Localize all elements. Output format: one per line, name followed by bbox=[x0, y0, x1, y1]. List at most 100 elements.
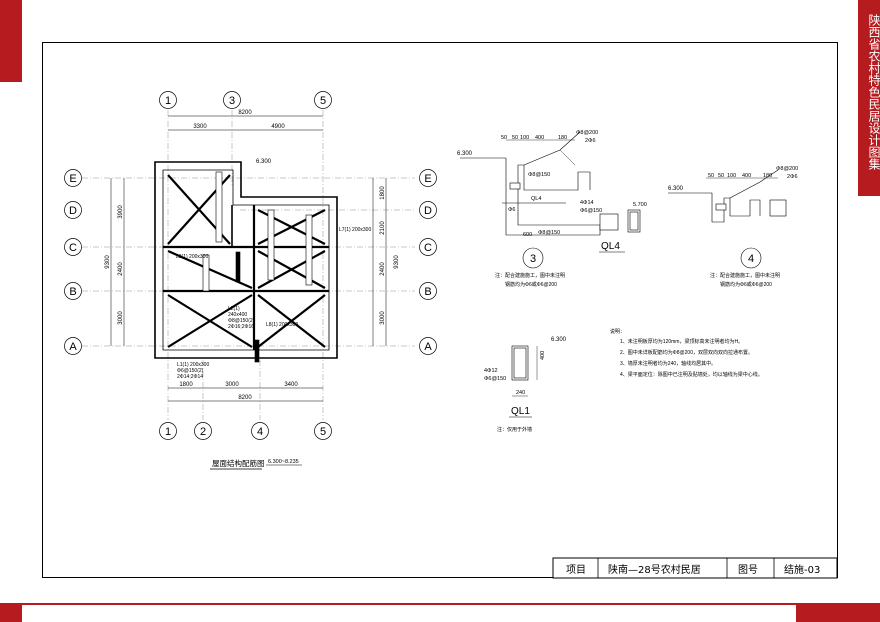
detail-4-number: 4 bbox=[748, 253, 754, 265]
detail-3-dim-f: 600 bbox=[523, 232, 532, 238]
plan-title: 屋面结构配筋图 bbox=[212, 458, 265, 468]
detail-3-number: 3 bbox=[530, 253, 536, 265]
ql1-elevation: 6.300 bbox=[551, 337, 567, 343]
axis-top-1-bubble bbox=[159, 91, 177, 109]
general-notes: 说明： 1、未注明板厚均为120mm，梁顶标高未注明者均为H。 2、图中未详板配… bbox=[610, 328, 763, 378]
detail-3-rebar-beam: 4Φ14 bbox=[580, 200, 594, 206]
dim-top-1: 3300 bbox=[193, 124, 207, 130]
detail-3-dim-a: 50 bbox=[501, 135, 507, 141]
dim-right-4: 3000 bbox=[380, 311, 386, 325]
corner-tab-bottom-left bbox=[0, 603, 22, 622]
dim-bottom-2: 3000 bbox=[225, 382, 239, 388]
beam-note-l2-stirrup: Φ8@150(2) bbox=[228, 318, 255, 324]
dim-left-2: 2400 bbox=[118, 262, 124, 276]
axis-left-D-label: D bbox=[69, 205, 77, 217]
axis-bottom-2-label: 2 bbox=[200, 426, 206, 438]
detail-3-rebar-beam2: Φ6@150 bbox=[580, 208, 602, 214]
detail-3-rebar-bottom: Φ8@150 bbox=[538, 230, 560, 236]
title-block: 项目 陕南—28号农村民居 图号 结施-03 bbox=[552, 557, 838, 579]
detail-3-dim-d: 400 bbox=[535, 135, 544, 141]
detail-4-note-2: 钢筋均为Φ6或Φ6@200 bbox=[720, 281, 772, 288]
title-block-drawing-no-label: 图号 bbox=[738, 564, 758, 576]
plan-dimensions: 8200 3300 4900 1800 3000 3400 8200 3900 … bbox=[105, 110, 400, 401]
detail-4-dim-b: 50 bbox=[718, 173, 724, 179]
axis-bottom-4-bubble bbox=[251, 422, 269, 440]
detail-3-labels: 6.300 50 50 100 400 180 600 Φ8@200 2Φ6 Φ… bbox=[457, 130, 647, 288]
title-block-project-name: 陕南—28号农村民居 bbox=[608, 563, 701, 576]
beam-note-l2: L2(1) bbox=[228, 306, 240, 312]
detail-3-section bbox=[460, 131, 619, 269]
axis-right-D-bubble bbox=[419, 201, 437, 219]
beam-note-l1-stirrup: Φ6@150(2) bbox=[177, 368, 204, 374]
detail-3-rebar-side: Φ6 bbox=[508, 207, 515, 213]
beam-note-l1-bars: 2Φ14;2Φ14 bbox=[177, 374, 203, 380]
dim-bottom-3: 3400 bbox=[284, 382, 298, 388]
axis-right-A-label: A bbox=[424, 341, 432, 353]
detail-4-labels: 6.300 50 50 100 400 180 Φ8@200 2Φ6 4 注：配… bbox=[668, 166, 798, 288]
axis-top-3-bubble bbox=[223, 91, 241, 109]
detail-4-dim-d: 400 bbox=[742, 173, 751, 179]
beam-note-l2-bars: 2Φ16;2Φ16 bbox=[228, 324, 254, 330]
dim-top-total: 8200 bbox=[238, 110, 252, 116]
ql4-label: QL4 bbox=[601, 241, 620, 252]
axis-bottom-1-label: 1 bbox=[165, 426, 171, 438]
axis-top-3-label: 3 bbox=[229, 95, 235, 107]
dim-left-total: 9300 bbox=[105, 255, 111, 269]
axis-top-1-label: 1 bbox=[165, 95, 171, 107]
plan-title-elevation: 6.300~8.235 bbox=[268, 459, 299, 465]
ql1-label: QL1 bbox=[511, 406, 530, 417]
detail-3-elevation: 6.300 bbox=[457, 151, 473, 157]
detail-3-rebar-top: Φ8@200 bbox=[576, 130, 598, 136]
dim-top-2: 4900 bbox=[271, 124, 285, 130]
detail-3-rebar-mid: Φ8@150 bbox=[528, 172, 550, 178]
axis-left-E-bubble bbox=[64, 169, 82, 187]
axis-right-E-bubble bbox=[419, 169, 437, 187]
detail-4-section bbox=[668, 169, 787, 269]
note-item: 1、未注明板厚均为120mm，梁顶标高未注明者均为H。 bbox=[620, 338, 743, 345]
detail-3-elevation-2: 5.700 bbox=[633, 202, 647, 208]
ql1-note: 注：仅用于外墙 bbox=[497, 426, 532, 433]
beam-note-l1: L1(1) 200x300 bbox=[177, 362, 209, 368]
ql4-section bbox=[627, 209, 641, 233]
ql1-section bbox=[511, 345, 538, 397]
beam-annotations: L1(1) 200x300 Φ6@150(2) 2Φ14;2Φ14 L2(1) … bbox=[176, 227, 371, 380]
note-item: 3、墙厚未注明者均为240，轴线均居其中。 bbox=[620, 360, 716, 367]
dim-left-3: 3000 bbox=[118, 311, 124, 325]
axis-left-A-label: A bbox=[69, 341, 77, 353]
axis-bottom-5-label: 5 bbox=[320, 426, 326, 438]
corner-tab-top-left bbox=[0, 0, 22, 82]
ql1-labels: 6.300 400 240 4Φ12 Φ6@150 QL1 注：仅用于外墙 bbox=[484, 337, 567, 433]
atlas-title: 陕西省农村特色民居设计图集 bbox=[867, 14, 880, 170]
axis-left-A-bubble bbox=[64, 337, 82, 355]
side-title-tab: 陕西省农村特色民居设计图集 bbox=[858, 0, 880, 196]
ql1-rebar-stirrup: Φ6@150 bbox=[484, 376, 506, 382]
beam-note-l2-size: 240x400 bbox=[228, 312, 247, 318]
title-block-drawing-no: 结施-03 bbox=[784, 563, 820, 576]
axis-right-E-label: E bbox=[424, 173, 431, 185]
dim-right-3: 2400 bbox=[380, 262, 386, 276]
ql1-rebar-main: 4Φ12 bbox=[484, 368, 498, 374]
axis-right-A-bubble bbox=[419, 337, 437, 355]
dim-bottom-total: 8200 bbox=[238, 395, 252, 401]
note-item: 2、图中未详板配筋均为Φ8@200，双层双向双向拉通布置。 bbox=[620, 349, 753, 356]
plan-elevation: 6.300 bbox=[256, 159, 272, 165]
dim-right-total: 9300 bbox=[394, 255, 400, 269]
dim-left-1: 3900 bbox=[118, 205, 124, 219]
detail-4-rebar-top2: 2Φ6 bbox=[787, 174, 798, 180]
title-block-project-label: 项目 bbox=[566, 564, 586, 576]
notes-heading: 说明： bbox=[610, 328, 625, 335]
axis-bottom-5-bubble bbox=[314, 422, 332, 440]
dim-right-1: 1800 bbox=[380, 186, 386, 200]
beam-note-l3: L3(1) 200x300 bbox=[176, 254, 208, 260]
axis-right-B-label: B bbox=[424, 286, 431, 298]
axis-bottom-4-label: 4 bbox=[257, 426, 263, 438]
axis-right-B-bubble bbox=[419, 282, 437, 300]
ql1-width: 240 bbox=[516, 390, 525, 396]
axis-left-D-bubble bbox=[64, 201, 82, 219]
drawing-frame bbox=[42, 42, 838, 578]
bottom-rule bbox=[0, 603, 880, 605]
detail-3-note-1: 注：配合建施施工，图中未注明 bbox=[495, 272, 565, 279]
detail-4-dim-c: 100 bbox=[727, 173, 736, 179]
